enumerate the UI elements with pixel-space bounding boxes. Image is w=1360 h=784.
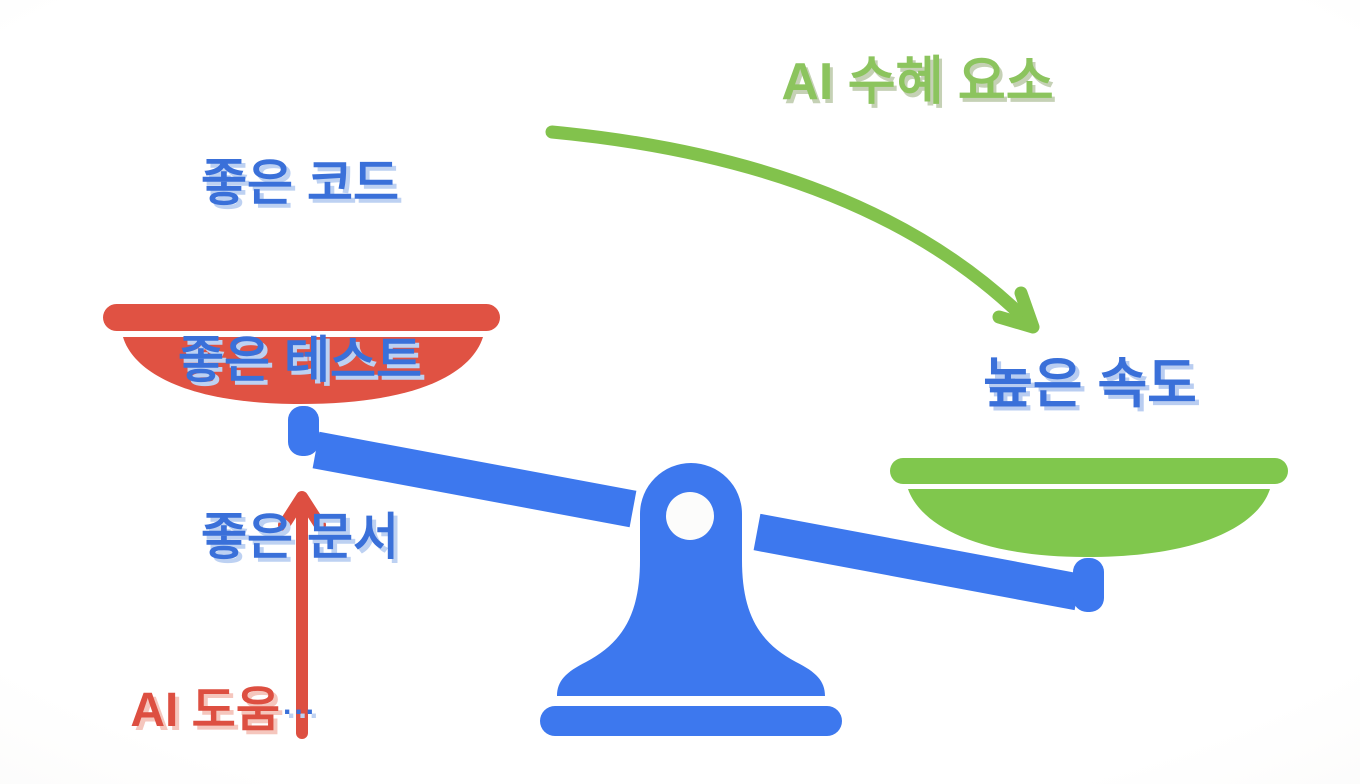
ai-benefit-label: AI 수혜 요소 bbox=[781, 53, 1054, 111]
balance-beam-left bbox=[312, 431, 637, 528]
ai-help-target-label: AI 도움 대상 bbox=[57, 568, 280, 784]
green-curve-arrow-icon bbox=[545, 125, 1040, 334]
good-items-line3: 좋은 문서 bbox=[201, 509, 399, 565]
scale-post-hole bbox=[666, 492, 714, 540]
ai-help-line1: AI 도움 bbox=[130, 684, 280, 737]
scale-post bbox=[557, 463, 825, 696]
green-pan-rim bbox=[890, 458, 1288, 484]
left-pan bbox=[103, 304, 500, 404]
good-items-label: 좋은 코드 좋은 테스트 좋은 문서 ... bbox=[95, 36, 505, 784]
left-pan-hanger bbox=[288, 406, 319, 456]
good-items-line1: 좋은 코드 bbox=[201, 155, 399, 211]
right-pan bbox=[890, 458, 1288, 557]
scale-base bbox=[540, 706, 842, 736]
red-up-arrow-icon bbox=[278, 491, 326, 739]
good-items-line2: 좋은 테스트 bbox=[178, 332, 422, 388]
red-pan-bowl bbox=[123, 337, 483, 404]
high-speed-label: 높은 속도 bbox=[983, 354, 1197, 414]
right-pan-hanger bbox=[1073, 558, 1104, 612]
good-items-ellipsis: ... bbox=[282, 688, 317, 721]
green-pan-bowl bbox=[908, 489, 1270, 557]
red-pan-rim bbox=[103, 304, 500, 331]
balance-beam-right bbox=[753, 513, 1082, 611]
